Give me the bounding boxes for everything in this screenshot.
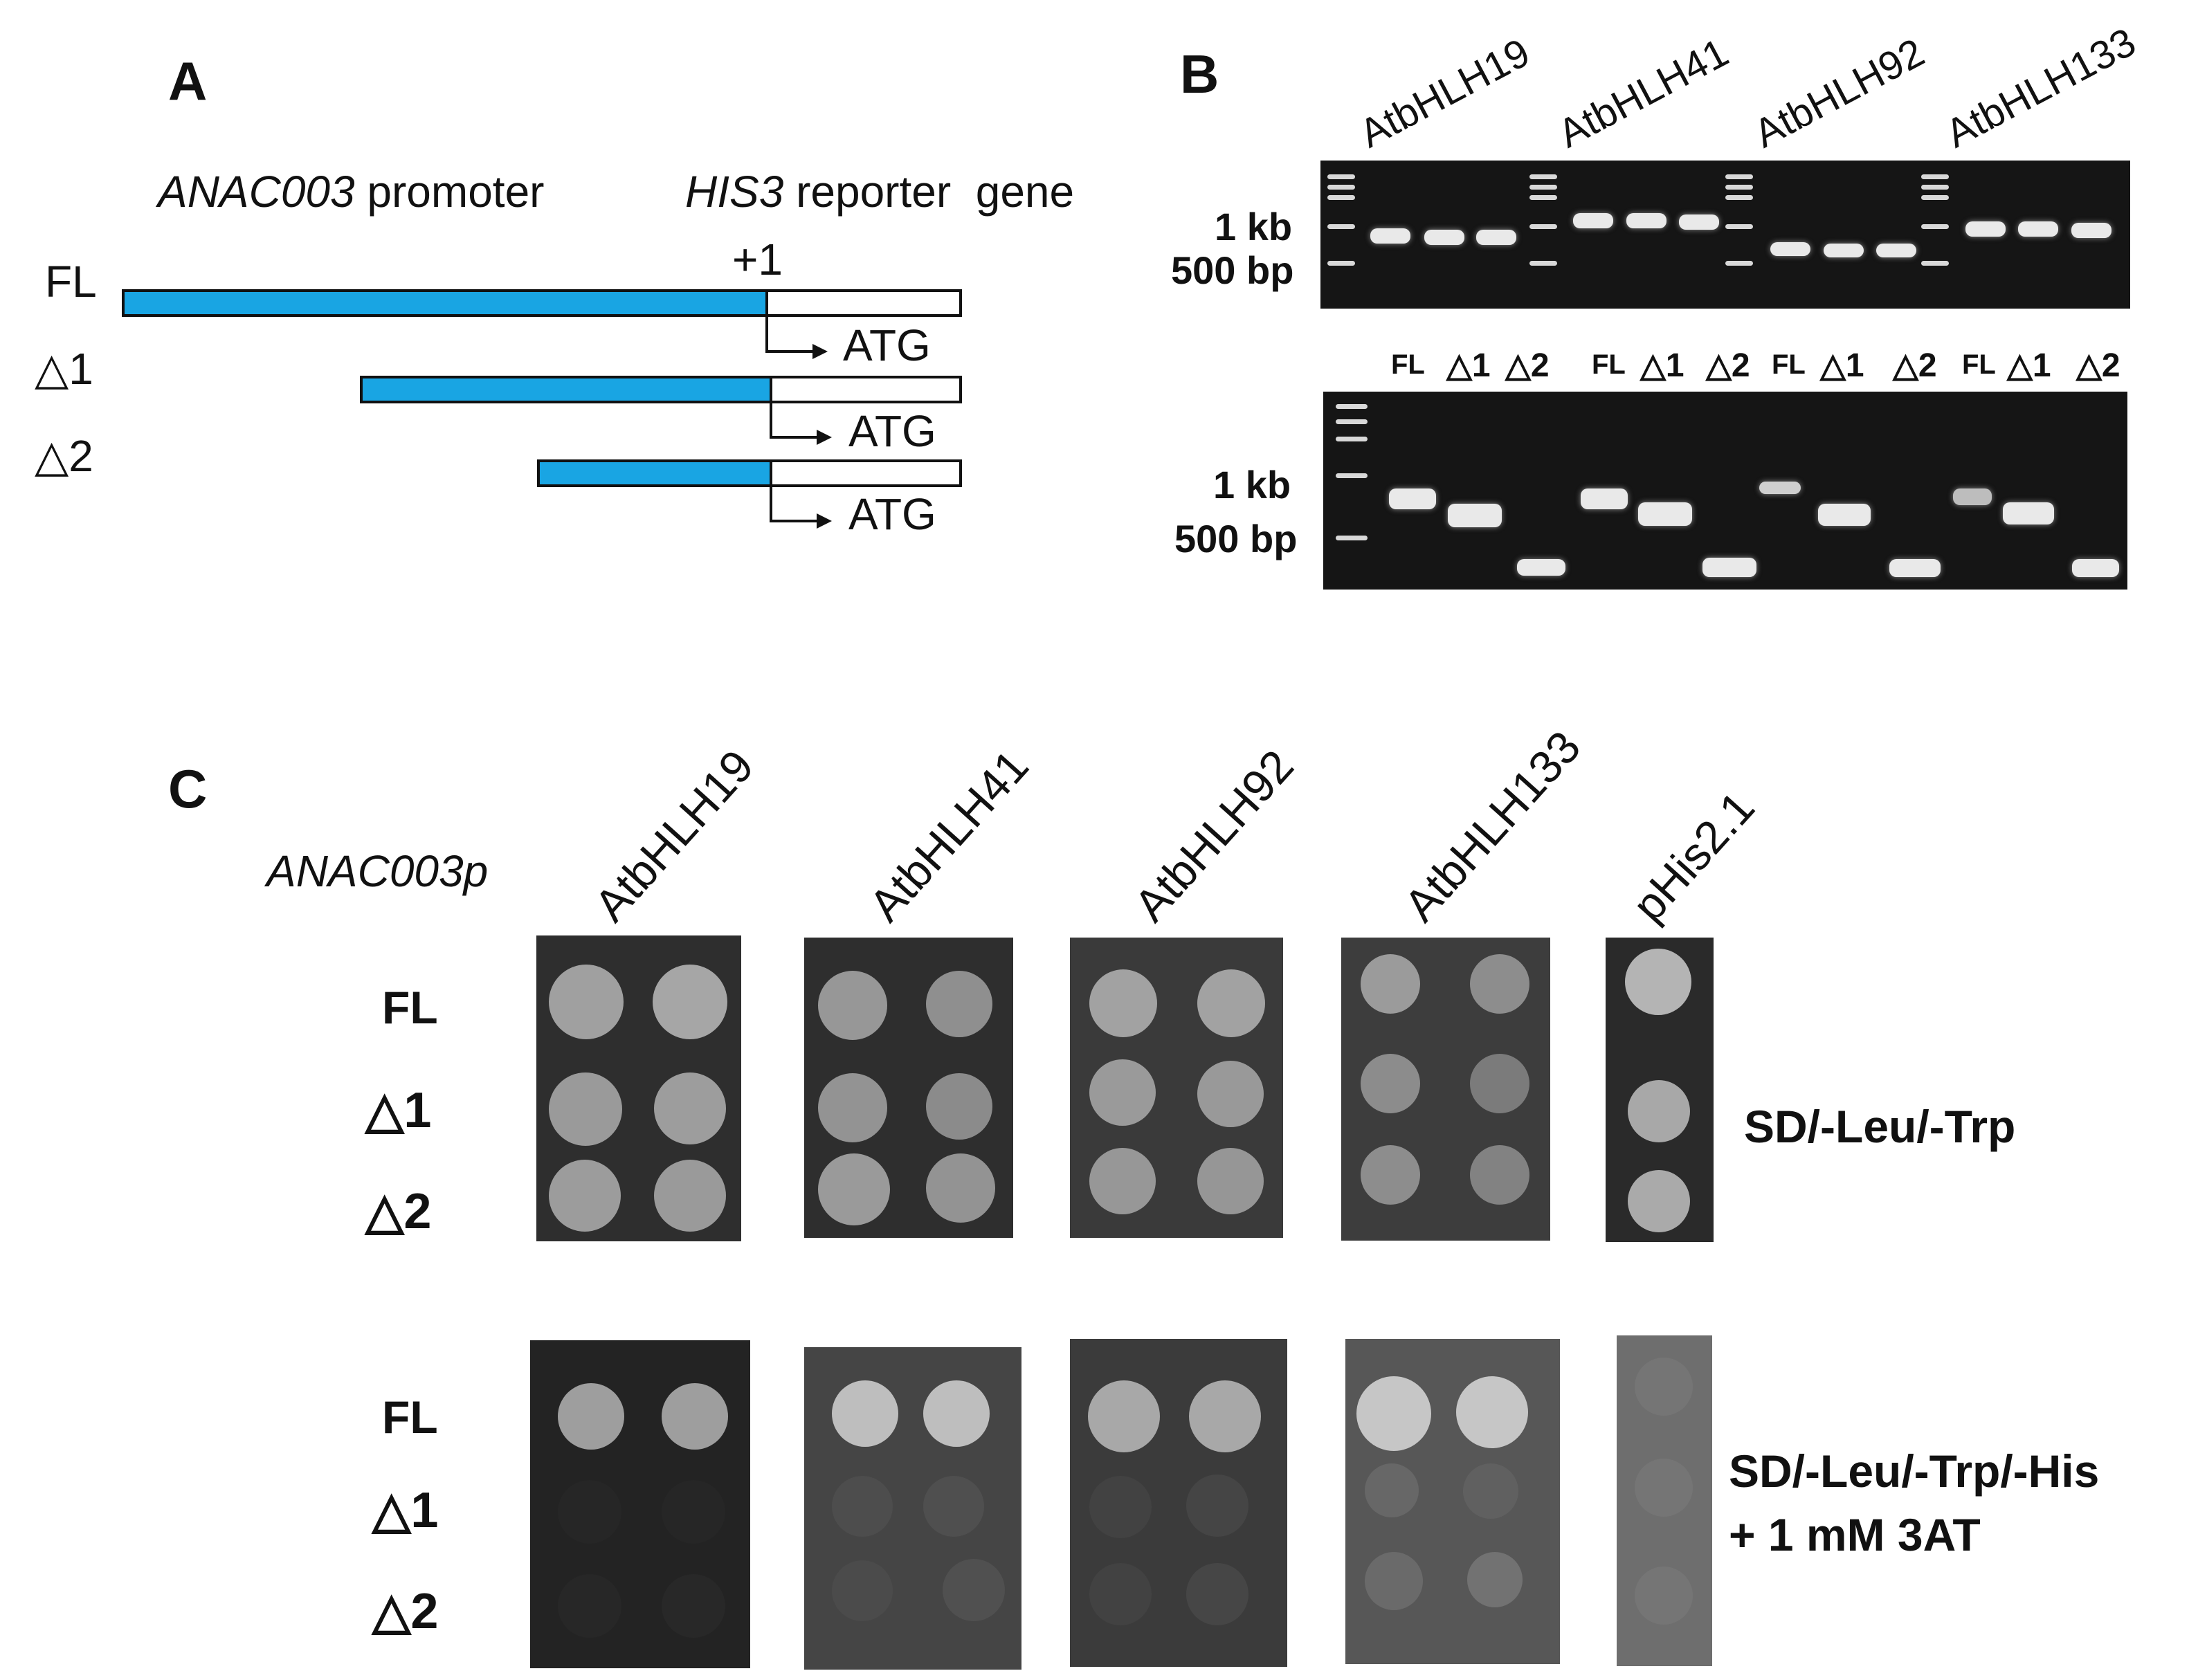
lane-label-12: △2 xyxy=(2076,347,2120,384)
atg-label-d1: ATG xyxy=(848,406,936,456)
marker-1kb-top: 1 kb xyxy=(1215,205,1293,248)
arrow-head-d2 xyxy=(817,513,832,529)
gel-bottom xyxy=(1323,392,2127,590)
column-label-2: AtbHLH41 xyxy=(859,740,1039,931)
construct-label-d1: △1 xyxy=(35,344,93,394)
atg-label-d2: ATG xyxy=(848,489,936,539)
plate-top-1 xyxy=(536,935,741,1241)
reporter-gene-name: HIS3 xyxy=(685,167,784,217)
plate-top-3 xyxy=(1070,938,1283,1238)
plate-bottom-4 xyxy=(1345,1339,1560,1664)
gene-label-b-2: AtbHLH41 xyxy=(1551,30,1736,157)
marker-500bp-bottom: 500 bp xyxy=(1174,517,1298,560)
promoter-bar-d1 xyxy=(360,376,772,403)
lane-label-2: △1 xyxy=(1446,347,1491,384)
atg-label-fl: ATG xyxy=(843,320,931,370)
tss-arrow-d1 xyxy=(770,436,819,439)
plate-top-5 xyxy=(1606,938,1714,1242)
gene-label-b-4: AtbHLH133 xyxy=(1938,19,2143,157)
marker-500bp-top: 500 bp xyxy=(1171,248,1294,292)
reporter-words: reporter gene xyxy=(796,167,1075,217)
column-label-3: AtbHLH92 xyxy=(1124,740,1304,931)
construct-label-fl: FL xyxy=(45,257,97,307)
lane-label-5: △1 xyxy=(1640,347,1684,384)
lane-label-8: △1 xyxy=(1820,347,1864,384)
plate-bottom-1 xyxy=(530,1340,750,1668)
plate-bottom-2 xyxy=(804,1347,1021,1670)
plate-top-4 xyxy=(1341,938,1550,1241)
panel-c-letter: C xyxy=(168,758,208,819)
promoter-bar-fl xyxy=(122,289,768,317)
row-label-fl-top: FL xyxy=(382,982,438,1033)
plate-bottom-3 xyxy=(1070,1339,1287,1667)
arrow-head-fl xyxy=(812,344,828,359)
arrow-head-d1 xyxy=(817,430,832,445)
row-label-d2-bottom: △2 xyxy=(372,1584,439,1639)
gel-top xyxy=(1320,161,2130,309)
column-label-5: pHis2.1 xyxy=(1622,781,1764,931)
promoter-name-c: ANAC003p xyxy=(266,846,489,896)
lane-label-6: △2 xyxy=(1706,347,1750,384)
tss-label: +1 xyxy=(732,235,783,284)
his3-bar-d2 xyxy=(770,459,962,487)
plate-top-2 xyxy=(804,938,1013,1238)
tss-line-fl xyxy=(765,317,768,353)
panel-a-letter: A xyxy=(168,51,208,111)
promoter-title: ANAC003 promoter xyxy=(158,166,544,217)
tss-line-d1 xyxy=(770,403,772,438)
construct-label-d2: △2 xyxy=(35,431,93,481)
lane-label-11: △1 xyxy=(2007,347,2051,384)
media-label-top: SD/-Leu/-Trp xyxy=(1744,1101,2016,1152)
media-label-bottom-1: SD/-Leu/-Trp/-His xyxy=(1729,1445,2100,1497)
gene-label-b-1: AtbHLH19 xyxy=(1352,30,1537,157)
row-label-fl-bottom: FL xyxy=(382,1391,438,1443)
lane-label-7: FL xyxy=(1772,349,1806,380)
lane-label-4: FL xyxy=(1592,349,1626,380)
column-label-1: AtbHLH19 xyxy=(584,740,764,931)
tss-arrow-d2 xyxy=(770,520,819,522)
lane-label-10: FL xyxy=(1962,349,1996,380)
media-label-bottom-2: + 1 mM 3AT xyxy=(1729,1509,1981,1560)
promoter-bar-d2 xyxy=(537,459,772,487)
promoter-gene-name: ANAC003 xyxy=(158,167,355,217)
panel-b-letter: B xyxy=(1180,44,1219,104)
gene-label-b-3: AtbHLH92 xyxy=(1747,30,1932,157)
promoter-word: promoter xyxy=(367,167,545,217)
row-label-d1-bottom: △1 xyxy=(372,1483,439,1538)
row-label-d2-top: △2 xyxy=(365,1184,432,1239)
column-label-4: AtbHLH133 xyxy=(1394,721,1590,931)
lane-label-9: △2 xyxy=(1893,347,1937,384)
lane-label-3: △2 xyxy=(1505,347,1550,384)
his3-bar-fl xyxy=(765,289,962,317)
tss-arrow-fl xyxy=(765,350,815,353)
plate-bottom-5 xyxy=(1617,1335,1712,1666)
row-label-d1-top: △1 xyxy=(365,1083,432,1138)
his3-bar-d1 xyxy=(770,376,962,403)
reporter-title: HIS3 reporter gene xyxy=(685,166,1074,217)
tss-line-d2 xyxy=(770,487,772,522)
marker-1kb-bottom: 1 kb xyxy=(1213,463,1291,506)
lane-label-1: FL xyxy=(1391,349,1425,380)
